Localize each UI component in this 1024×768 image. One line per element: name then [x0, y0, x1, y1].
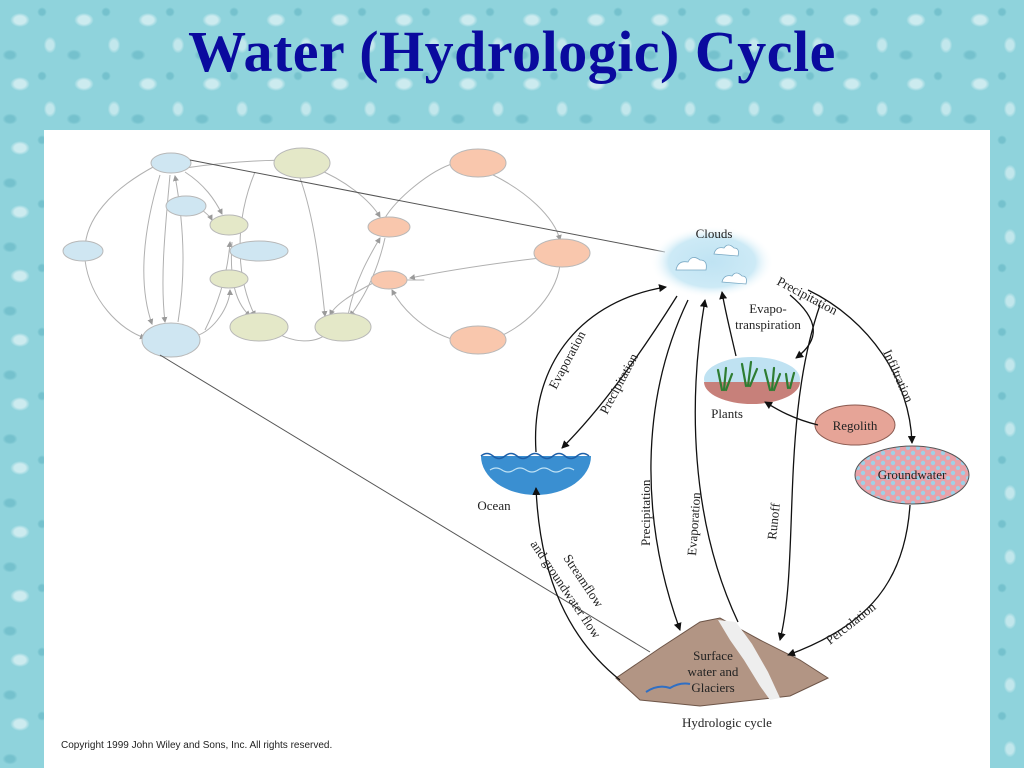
evaporation-ocean-label: Evaporation [545, 328, 588, 392]
surface-label-3: Glaciers [691, 680, 734, 695]
groundwater-label: Groundwater [878, 467, 947, 482]
evapotranspiration-label-1: Evapo- [749, 301, 787, 316]
zoom-lines [159, 159, 666, 653]
runoff-label: Runoff [764, 502, 783, 541]
groundwater-node: Groundwater [854, 445, 970, 505]
clouds-label: Clouds [696, 226, 733, 241]
flow-arrows [532, 284, 916, 681]
diagram-caption: Hydrologic cycle [682, 715, 772, 730]
page-title: Water (Hydrologic) Cycle [188, 19, 836, 84]
ocean-label: Ocean [477, 498, 511, 513]
diagram-panel [44, 130, 990, 768]
evapotranspiration-label-2: transpiration [735, 317, 801, 332]
surface-label-1: Surface [693, 648, 733, 663]
network-graph [62, 147, 591, 358]
infiltration-label: Infiltration [880, 347, 917, 405]
ocean-node: Ocean [477, 452, 591, 513]
copyright-text: Copyright 1999 John Wiley and Sons, Inc.… [61, 740, 332, 751]
evaporation-land-label: Evaporation [684, 491, 703, 556]
surface-label-2: water and [688, 664, 739, 679]
precipitation-ocean-label: Precipitation [596, 350, 641, 416]
precipitation-land-label: Precipitation [638, 479, 653, 546]
surface-water-node: Surface water and Glaciers [615, 617, 830, 707]
percolation-label: Percolation [823, 599, 879, 648]
plants-label: Plants [711, 406, 743, 421]
regolith-node: Regolith [814, 404, 896, 446]
regolith-label: Regolith [833, 418, 878, 433]
plants-node: Plants [704, 357, 800, 421]
clouds-node: Clouds [650, 226, 774, 298]
